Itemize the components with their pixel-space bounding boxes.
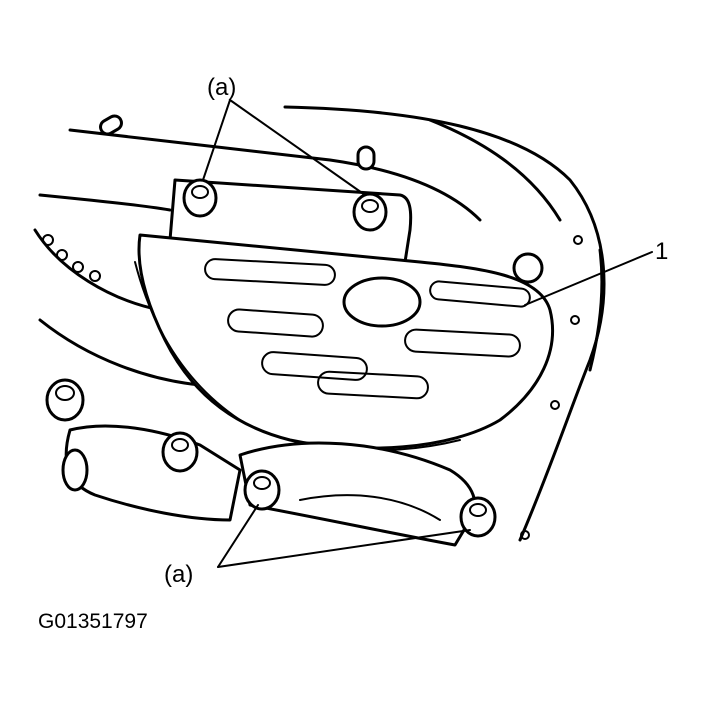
bolt-group	[45, 178, 497, 538]
callout-cover: 1	[655, 238, 669, 265]
housing-outline	[33, 105, 606, 542]
bolt-left-lower	[161, 431, 199, 473]
locating-pins	[99, 114, 376, 171]
figure-id: G01351797	[38, 610, 148, 633]
bolt-top-left	[182, 178, 218, 218]
lower-housing	[61, 424, 242, 522]
flange-holes	[42, 234, 583, 540]
bolt-bottom-left	[243, 469, 281, 511]
bolt-left-upper	[45, 378, 85, 422]
callout-bolt-top: (a)	[207, 74, 237, 101]
upper-bracket	[168, 178, 413, 264]
bolt-bottom-right	[459, 496, 497, 538]
bolt-top-right	[352, 192, 388, 232]
callout-bolt-bottom: (a)	[164, 561, 194, 588]
leader-lines	[202, 99, 653, 568]
cover-plate	[134, 233, 555, 452]
cover-slots	[204, 258, 531, 400]
